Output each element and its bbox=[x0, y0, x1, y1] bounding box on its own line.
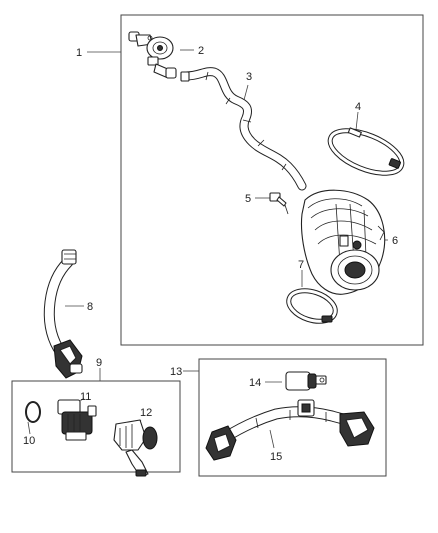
o-ring-part-10 bbox=[25, 401, 41, 423]
resonator-part-6 bbox=[300, 189, 386, 295]
leader-3 bbox=[243, 84, 249, 101]
leader-4 bbox=[355, 111, 359, 131]
main-assembly-frame bbox=[120, 14, 424, 346]
callout-12: 12 bbox=[140, 407, 152, 419]
valve-part-2 bbox=[128, 31, 177, 79]
sensor-part-14 bbox=[285, 371, 327, 391]
callout-8: 8 bbox=[87, 301, 93, 313]
callout-10: 10 bbox=[23, 435, 35, 447]
clamp-part-7 bbox=[286, 288, 338, 324]
callout-7: 7 bbox=[298, 259, 304, 271]
callout-2: 2 bbox=[198, 45, 204, 57]
callout-1: 1 bbox=[76, 47, 82, 59]
kit-9-frame bbox=[11, 380, 181, 473]
callout-3: 3 bbox=[246, 71, 252, 83]
leader-15 bbox=[269, 429, 275, 449]
kit-13-frame bbox=[198, 358, 387, 477]
clamp-part-4 bbox=[327, 127, 405, 176]
elbow-part-12 bbox=[113, 419, 158, 477]
callout-13: 13 bbox=[170, 366, 182, 378]
leader-10 bbox=[27, 421, 31, 435]
callout-9: 9 bbox=[96, 357, 102, 369]
callout-15: 15 bbox=[270, 451, 282, 463]
hose-part-3 bbox=[180, 67, 307, 191]
hose-part-8 bbox=[43, 249, 83, 379]
callout-4: 4 bbox=[355, 101, 361, 113]
sensor-part-5 bbox=[269, 192, 289, 215]
callout-11: 11 bbox=[80, 391, 91, 403]
callout-6: 6 bbox=[392, 235, 398, 247]
hose-part-15 bbox=[205, 399, 375, 461]
connector-part-11 bbox=[57, 399, 97, 441]
callout-14: 14 bbox=[249, 377, 261, 389]
callout-5: 5 bbox=[245, 193, 251, 205]
